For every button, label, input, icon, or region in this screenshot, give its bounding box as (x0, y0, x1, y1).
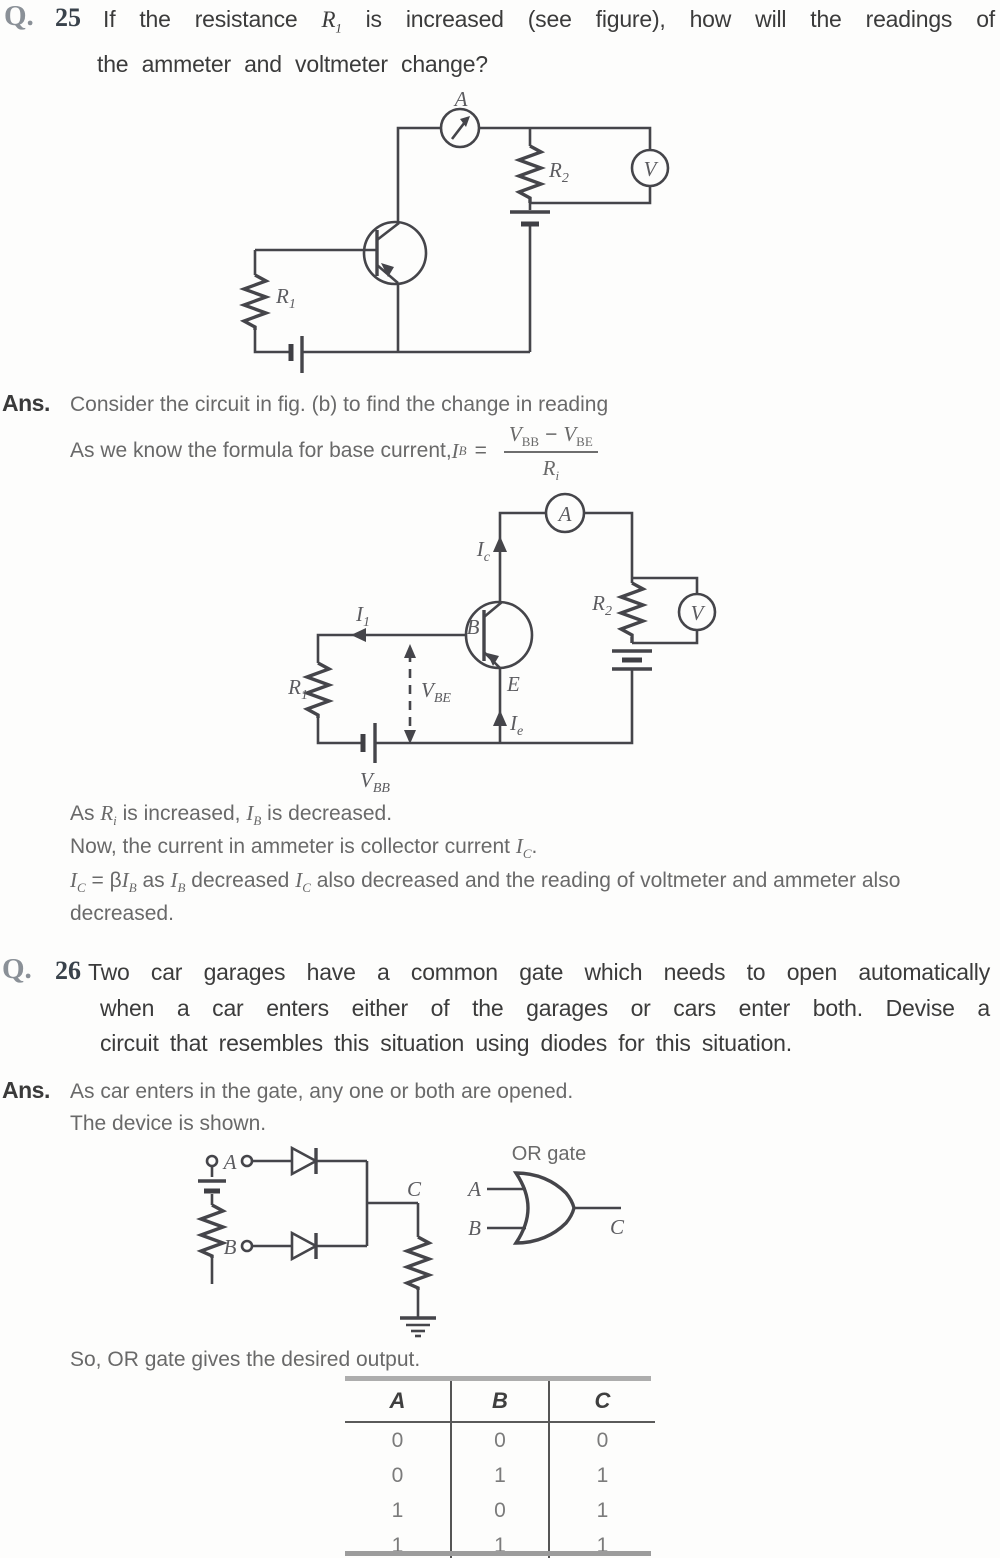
voltmeter: V (630, 148, 670, 188)
current-arrow-i1: I1 (351, 602, 370, 642)
ans26-line1: As car enters in the gate, any one or bo… (70, 1080, 574, 1103)
ans25-line5: IC = βIB as IB decreased IC also decreas… (70, 868, 901, 896)
q26-number: 26 (55, 956, 81, 985)
table-header-a: A (345, 1381, 452, 1423)
q26-line2: when a car enters either of the garages … (100, 995, 990, 1021)
q26-q-glyph: Q. (2, 953, 32, 985)
table-cell: 0 (596, 1428, 609, 1452)
vbe-arrow: VBE (404, 644, 451, 744)
ans25-line3: As Ri is increased, IB is decreased. (70, 801, 393, 829)
var-r1: R (321, 7, 336, 32)
table-cell: 0 (452, 1423, 550, 1458)
table-cell: 1 (345, 1493, 452, 1528)
resistor-r1: R1 (287, 661, 334, 718)
table-top-border (345, 1376, 651, 1381)
diode-or-figure: A B C (196, 1143, 625, 1338)
ie-label: Ie (509, 711, 523, 739)
table-cell: 1 (596, 1498, 609, 1522)
i1-label: I1 (355, 602, 370, 630)
battery-base (288, 336, 304, 373)
table-cell: 0 (345, 1423, 452, 1458)
q25-number: 25 (55, 3, 81, 32)
transistor: B E (464, 600, 534, 696)
q25-line2: the ammeter and voltmeter change? (97, 51, 488, 77)
formula-fraction: VBB−VBE Ri (503, 421, 598, 482)
battery-collector (612, 649, 652, 671)
base-label: B (467, 615, 480, 639)
or-input-a-label: A (466, 1177, 481, 1201)
resistor-r2-label: R2 (591, 591, 612, 619)
output-c-label: C (407, 1177, 422, 1201)
input-b-label: B (224, 1235, 237, 1259)
wires (316, 511, 699, 745)
ic-label: Ic (476, 537, 491, 565)
table-header-b: B (452, 1381, 550, 1423)
resistor-r2: R2 (514, 144, 569, 203)
table-cell: 0 (452, 1493, 550, 1528)
resistor-r1-label: R1 (287, 675, 308, 703)
or-gate-symbol: OR gate A B C (466, 1143, 625, 1245)
circuit-figure-b: A V Ic I1 Ie B E (287, 492, 717, 796)
bias-branch (196, 1154, 228, 1284)
battery-collector (510, 210, 550, 227)
ans25-line1: Consider the circuit in fig. (b) to find… (70, 393, 609, 416)
or-output-c-label: C (610, 1215, 625, 1239)
q25-line1-text-b: is increased (see figure), how will the … (341, 6, 996, 32)
circuit-figure-a: A V R2 R1 (239, 87, 670, 373)
ans25-line6: decreased. (70, 902, 174, 925)
diode-1 (290, 1145, 367, 1177)
voltmeter: V (677, 592, 717, 632)
var-ib: I (451, 439, 459, 463)
load-resistor (402, 1235, 434, 1290)
resistor-r2: R2 (591, 581, 648, 643)
q26-line1: Two car garages have a common gate which… (88, 959, 990, 985)
resistor-r1-label: R1 (275, 284, 296, 312)
ans26-label: Ans. (2, 1077, 50, 1103)
current-arrow-ic: Ic (476, 536, 507, 565)
table-cell: 1 (345, 1528, 452, 1558)
resistor-r2-label: R2 (548, 158, 569, 186)
resistor-r1: R1 (239, 273, 296, 330)
ans26-line2: The device is shown. (70, 1112, 267, 1135)
diode-2 (290, 1230, 367, 1262)
input-a: A (222, 1150, 292, 1174)
voltmeter-label: V (644, 157, 659, 181)
ammeter: A (439, 87, 481, 149)
input-a-label: A (222, 1150, 237, 1174)
or-input-b-label: B (468, 1216, 481, 1240)
truth-table: A B C 0 0 0 0 1 1 1 0 1 1 1 1 (345, 1376, 655, 1558)
table-cell: 0 (345, 1458, 452, 1493)
emitter-label: E (506, 672, 520, 696)
ground-icon (400, 1316, 436, 1338)
or-gate-title: OR gate (512, 1143, 586, 1165)
table-cell: 1 (596, 1533, 609, 1557)
q26-line3: circuit that resembles this situation us… (100, 1030, 792, 1056)
ans25-line4: Now, the current in ammeter is collector… (70, 834, 538, 862)
ans25-label: Ans. (2, 390, 50, 416)
ammeter-label: A (557, 502, 572, 526)
table-header-c: C (550, 1381, 655, 1423)
battery-vbb: VBB (360, 723, 390, 796)
table-bottom-border (345, 1551, 651, 1556)
table-cell: 1 (452, 1458, 550, 1493)
ammeter-label: A (453, 87, 468, 111)
q25-line1: If the resistance R1 is increased (see f… (103, 6, 996, 36)
ans26-line3: So, OR gate gives the desired output. (70, 1348, 421, 1371)
output-branch: C (365, 1161, 434, 1317)
q25-line1-text-a: If the resistance (103, 6, 322, 32)
ans25-formula: As we know the formula for base current,… (70, 420, 598, 482)
transistor (362, 220, 428, 286)
bias-resistor (196, 1203, 228, 1258)
table-cell: 1 (596, 1463, 609, 1487)
current-arrow-ie: Ie (493, 710, 523, 739)
vbe-label: VBE (421, 678, 451, 706)
ammeter: A (544, 492, 586, 534)
vbb-label: VBB (360, 768, 390, 796)
q25-q-glyph: Q. (4, 0, 34, 32)
table-cell: 1 (452, 1528, 550, 1558)
wires (253, 126, 652, 354)
input-b: B (224, 1235, 292, 1259)
voltmeter-label: V (691, 601, 706, 625)
